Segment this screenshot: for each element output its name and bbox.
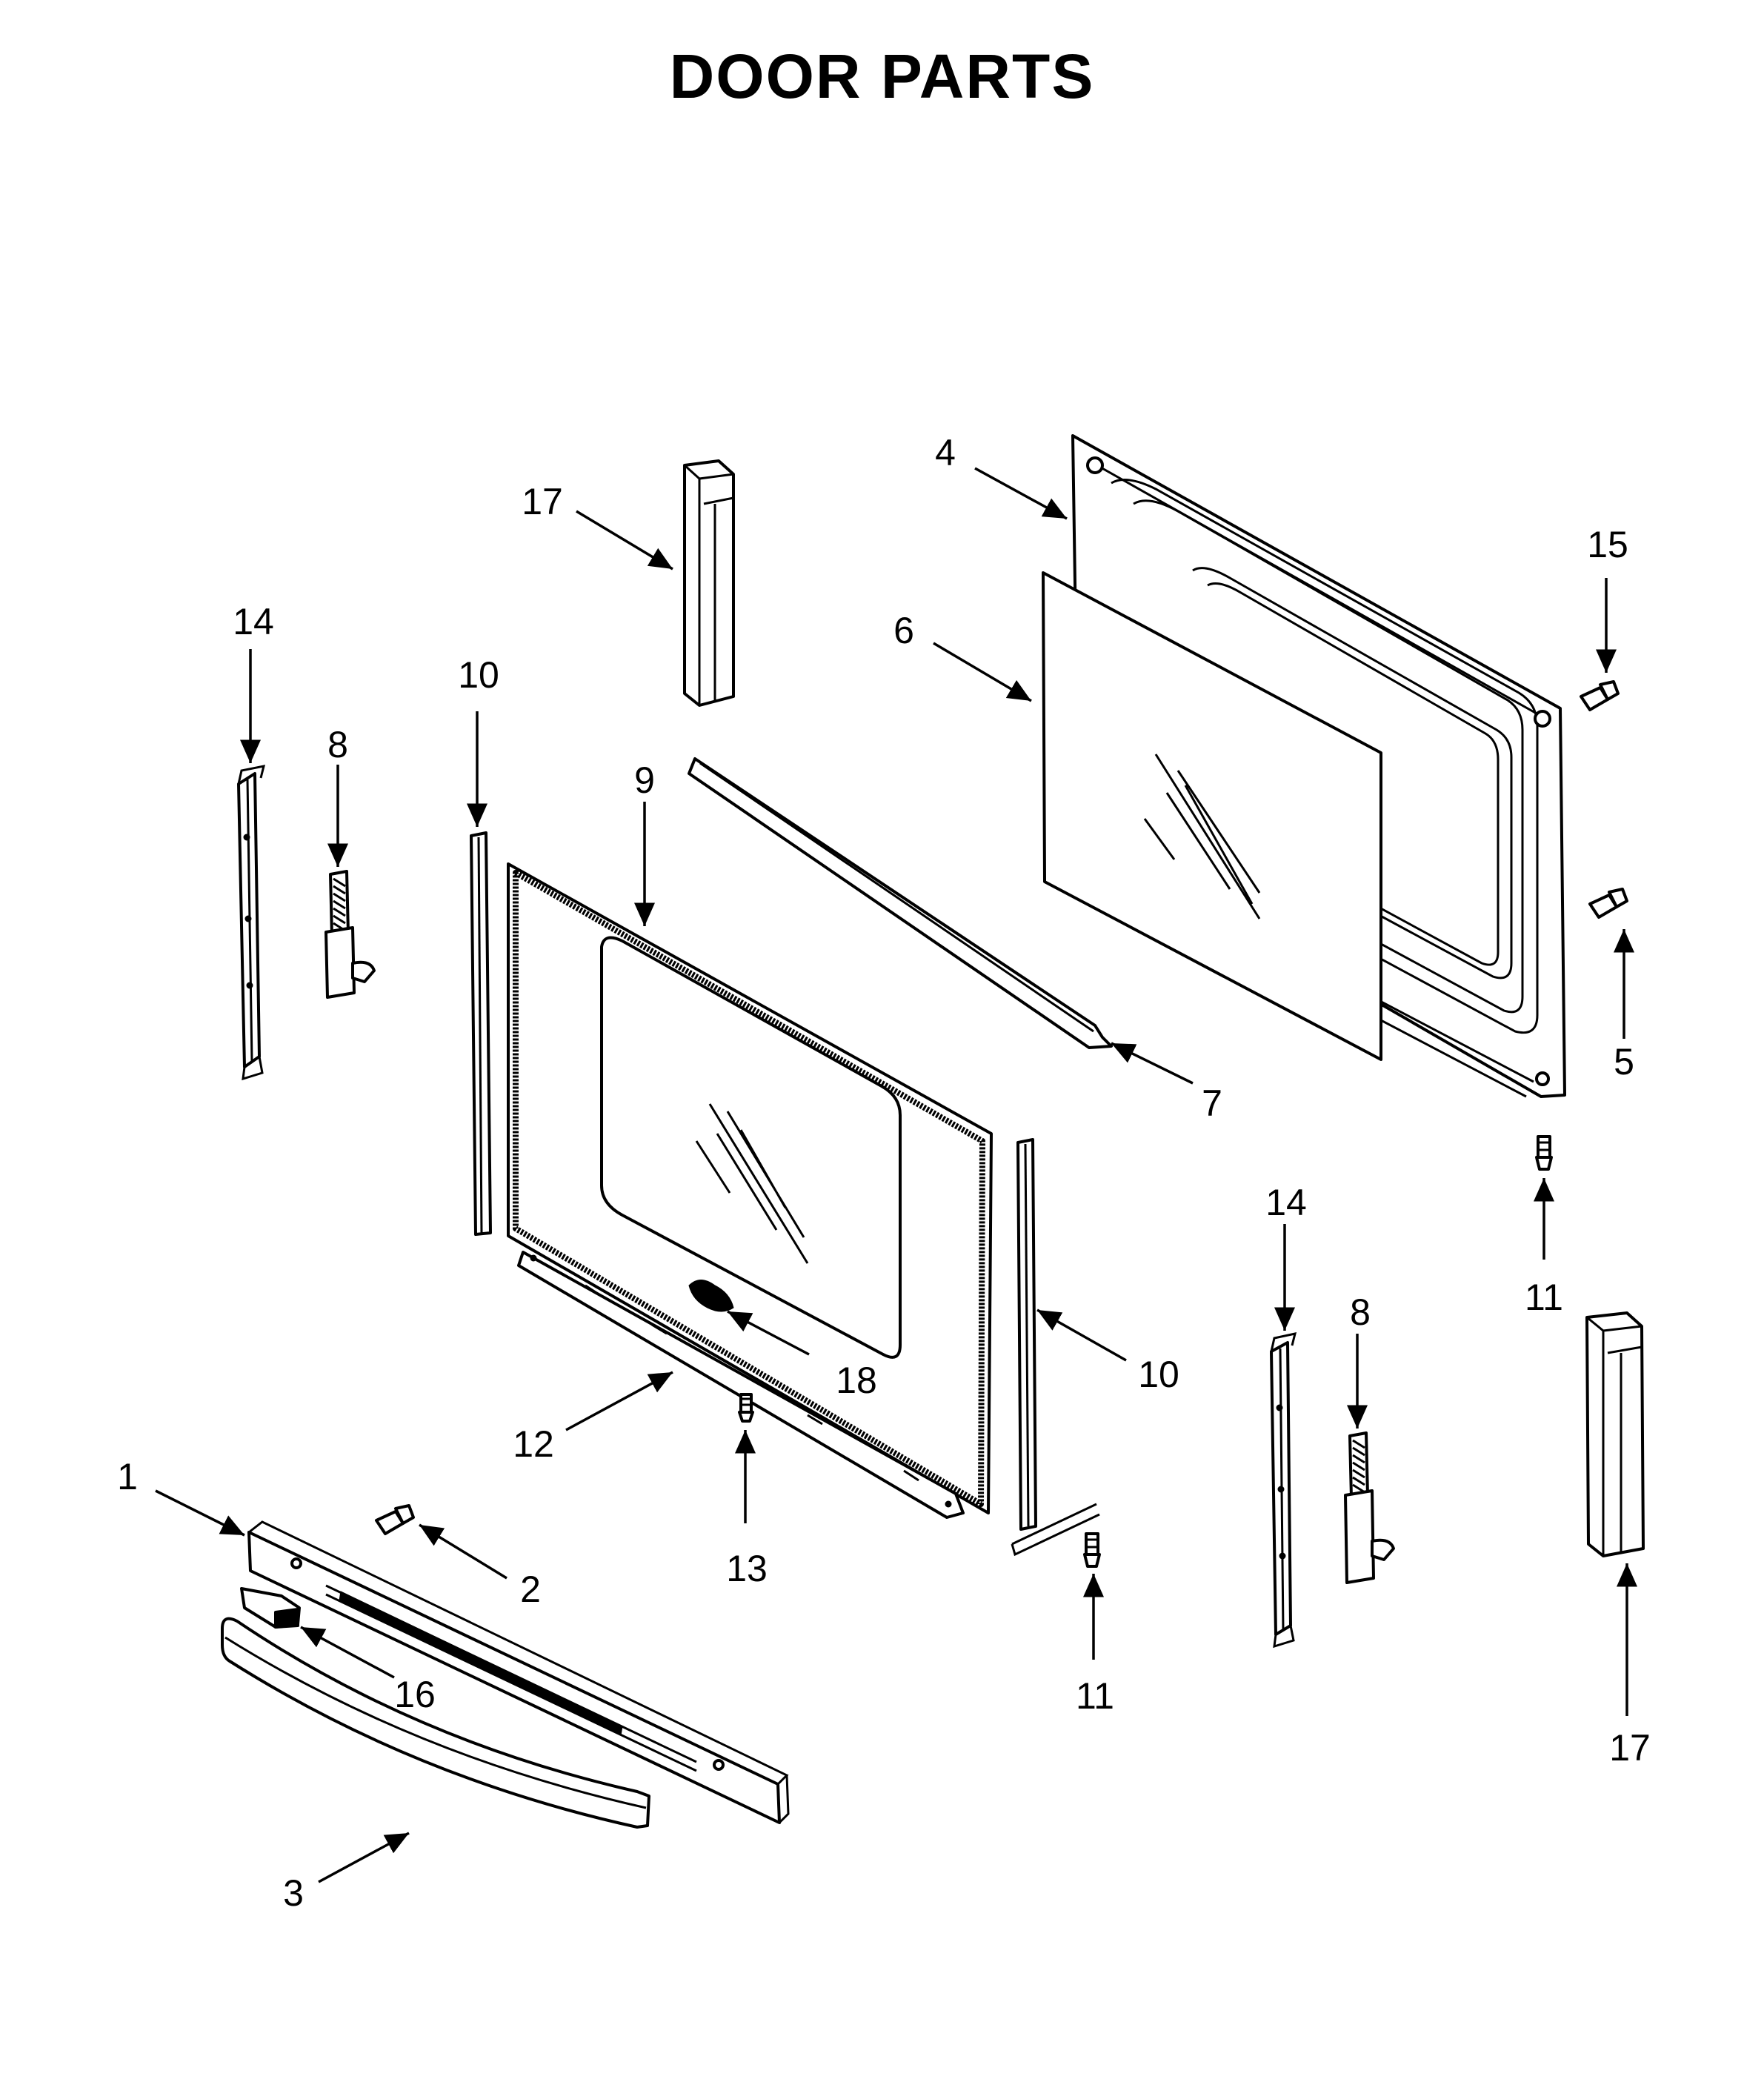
hinge-right [1344, 1431, 1395, 1584]
callout-17-bottom: 17 [1609, 1727, 1651, 1769]
callout-8-left: 8 [327, 724, 348, 765]
vent-duct-top [683, 459, 735, 707]
callout-14-left: 14 [233, 601, 274, 642]
side-trim-right [1011, 1138, 1100, 1557]
screw-11-center [1083, 1532, 1101, 1568]
screw-15 [1580, 680, 1620, 711]
callout-11-right: 11 [1525, 1277, 1563, 1318]
door-handle [221, 1617, 650, 1829]
callout-13: 13 [726, 1548, 768, 1589]
callout-11-center: 11 [1076, 1675, 1114, 1717]
inner-glass [1042, 571, 1382, 1061]
callout-14-right: 14 [1265, 1182, 1307, 1223]
callout-12: 12 [513, 1423, 554, 1465]
callout-9: 9 [634, 759, 655, 801]
callout-17-top: 17 [522, 481, 563, 522]
handle-end-cap [240, 1587, 301, 1629]
callout-10-right: 10 [1138, 1354, 1179, 1395]
door-bottom-trim [517, 1251, 965, 1519]
screw-11-right [1535, 1135, 1553, 1171]
handle-trim-bar [247, 1520, 790, 1824]
hinge-left [324, 870, 376, 999]
outer-door-panel [507, 862, 993, 1514]
screw-5 [1588, 888, 1628, 919]
hinge-receptacle-right [1270, 1332, 1297, 1649]
callout-3: 3 [283, 1872, 304, 1914]
screw-2 [375, 1504, 415, 1535]
vent-duct-bottom [1585, 1311, 1645, 1557]
callout-4: 4 [935, 432, 956, 473]
callout-labels: 1 2 3 4 5 6 7 8 8 9 10 10 11 11 12 13 14… [117, 432, 1651, 1914]
callout-10-left: 10 [458, 654, 499, 696]
callout-18: 18 [836, 1360, 877, 1401]
callout-7: 7 [1202, 1082, 1222, 1124]
diagram-title: DOOR PARTS [669, 41, 1095, 111]
side-trim-left [470, 831, 492, 1236]
logo-badge [688, 1280, 734, 1312]
hinge-receptacle-left [237, 765, 266, 1081]
callout-8-right: 8 [1350, 1291, 1371, 1333]
callout-6: 6 [893, 610, 914, 651]
callout-16: 16 [394, 1674, 436, 1715]
callout-5: 5 [1614, 1041, 1634, 1082]
callout-1: 1 [117, 1456, 138, 1497]
screw-13 [738, 1393, 754, 1423]
leader-lines [155, 467, 1637, 1883]
callout-2: 2 [520, 1569, 541, 1610]
callout-15: 15 [1587, 524, 1628, 565]
